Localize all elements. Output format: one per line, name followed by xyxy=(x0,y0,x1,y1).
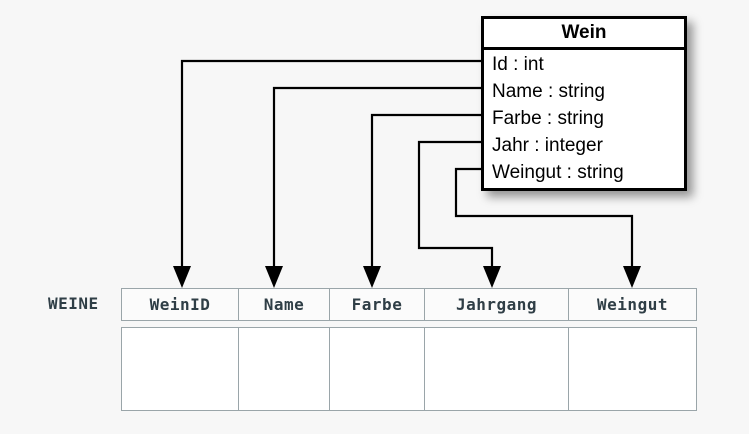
uml-attribute-list: Id : int Name : string Farbe : string Ja… xyxy=(484,50,684,188)
column-header-weingut: Weingut xyxy=(597,295,668,314)
table-cell xyxy=(239,328,330,410)
uml-attribute: Jahr : integer xyxy=(492,135,603,156)
uml-class-name: Wein xyxy=(484,19,684,50)
column-header-farbe: Farbe xyxy=(330,289,425,320)
table-cell xyxy=(122,328,239,410)
table-cell xyxy=(330,328,425,410)
connector-weingut-to-weingut xyxy=(454,167,641,288)
column-header-name: Name xyxy=(239,289,330,320)
table-cell xyxy=(569,328,696,410)
uml-attribute: Name : string xyxy=(492,81,605,102)
table-row xyxy=(121,327,697,411)
connector-jahr-to-jahrgang xyxy=(417,140,501,288)
connector-farbe-to-farbe xyxy=(363,113,481,288)
table-cell xyxy=(425,328,569,410)
table-header-row: WeinID Name Farbe Jahrgang Weingut xyxy=(121,288,697,321)
uml-attribute: Farbe : string xyxy=(492,108,604,129)
column-header-jahrgang: Jahrgang xyxy=(425,289,569,320)
uml-class-box[interactable]: Wein Id : int Name : string Farbe : stri… xyxy=(481,16,687,191)
connector-id-to-weinid xyxy=(173,59,481,288)
connector-name-to-name xyxy=(265,86,481,288)
uml-attribute: Weingut : string xyxy=(492,162,624,183)
column-header-weinid: WeinID xyxy=(122,289,239,320)
relation-name-label: WEINE xyxy=(48,294,99,313)
uml-attribute: Id : int xyxy=(492,54,544,75)
